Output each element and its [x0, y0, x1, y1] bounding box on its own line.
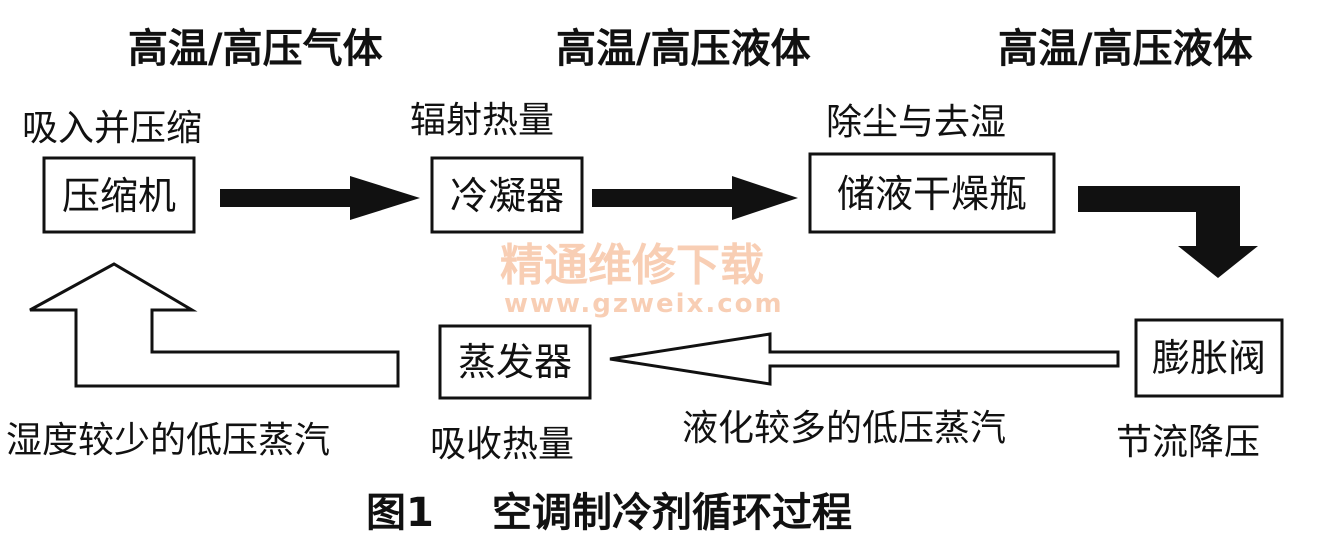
- watermark-url: www.gzweix.com: [504, 289, 784, 319]
- label-valve-action: 节流降压: [1116, 422, 1260, 463]
- label-evaporator-action: 吸收热量: [430, 424, 574, 465]
- label-condenser-action: 辐射热量: [410, 100, 554, 141]
- node-evaporator-label: 蒸发器: [458, 340, 572, 384]
- node-evaporator: 蒸发器: [438, 324, 592, 400]
- label-compressor-output-state: 高温/高压气体: [128, 26, 383, 72]
- node-compressor: 压缩机: [42, 156, 196, 234]
- label-condenser-output-state: 高温/高压液体: [556, 26, 811, 72]
- arrow-condenser-to-drier: [592, 176, 798, 220]
- node-compressor-label: 压缩机: [62, 174, 176, 218]
- arrow-compressor-to-condenser: [220, 176, 420, 220]
- arrow-drier-to-valve: [1078, 186, 1258, 278]
- node-drier-label: 储液干燥瓶: [837, 172, 1027, 216]
- node-expansion-valve: 膨胀阀: [1134, 318, 1284, 398]
- arrow-evaporator-to-compressor: [29, 262, 400, 388]
- label-drier-output-state: 高温/高压液体: [998, 26, 1253, 72]
- caption-number: 图1: [366, 490, 434, 536]
- caption-title: 空调制冷剂循环过程: [492, 490, 852, 536]
- node-drier: 储液干燥瓶: [808, 152, 1056, 234]
- label-evaporator-output-state: 湿度较少的低压蒸汽: [6, 420, 330, 461]
- label-compressor-action: 吸入并压缩: [22, 108, 202, 149]
- node-condenser: 冷凝器: [430, 156, 584, 234]
- watermark-text: 精通维修下载: [500, 240, 764, 291]
- label-evaporator-input-state: 液化较多的低压蒸汽: [682, 408, 1006, 449]
- label-drier-action: 除尘与去湿: [826, 102, 1006, 143]
- node-condenser-label: 冷凝器: [450, 174, 564, 218]
- node-expansion-valve-label: 膨胀阀: [1152, 336, 1266, 380]
- arrow-valve-to-evaporator: [609, 332, 1120, 386]
